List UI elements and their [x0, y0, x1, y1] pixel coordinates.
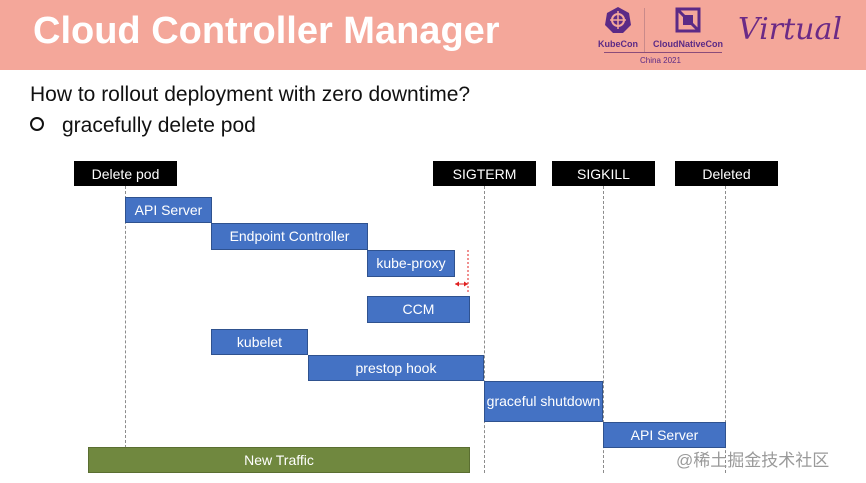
step-kubelet: kubelet	[211, 329, 308, 355]
step-api-server-final: API Server	[603, 422, 726, 448]
logo-divider	[644, 8, 645, 52]
sigkill-timeline	[603, 186, 604, 473]
step-endpoint-controller: Endpoint Controller	[211, 223, 368, 250]
phase-deleted: Deleted	[675, 161, 778, 186]
slide-headline: How to rollout deployment with zero down…	[30, 83, 471, 106]
kubecon-logo: KubeCon	[596, 6, 640, 49]
step-graceful-shutdown: graceful shutdown	[484, 381, 603, 422]
kubecon-label: KubeCon	[598, 39, 638, 49]
phase-sigkill: SIGKILL	[552, 161, 655, 186]
phase-delete-pod: Delete pod	[74, 161, 177, 186]
step-prestop-hook: prestop hook	[308, 355, 484, 381]
sigterm-timeline	[484, 186, 485, 473]
delete-pod-timeline	[125, 186, 126, 448]
propagation-gap-marker	[455, 250, 469, 292]
step-api-server: API Server	[125, 197, 212, 223]
step-ccm: CCM	[367, 296, 470, 323]
virtual-logo: Virtual	[738, 12, 842, 47]
cloudnativecon-logo: CloudNativeCon	[650, 6, 726, 49]
bullet-circle-icon	[30, 117, 44, 132]
bullet-item: gracefully delete pod	[30, 114, 256, 138]
slide-title: Cloud Controller Manager	[33, 10, 500, 52]
deleted-timeline	[725, 186, 726, 473]
event-location-label: China 2021	[640, 56, 681, 65]
kubernetes-wheel-icon	[605, 7, 631, 33]
new-traffic-bar: New Traffic	[88, 447, 470, 473]
watermark-text: @稀土掘金技术社区	[676, 451, 830, 470]
step-kube-proxy: kube-proxy	[367, 250, 455, 277]
title-bar: Cloud Controller Manager KubeCon CloudNa…	[0, 0, 866, 70]
cncf-icon	[675, 7, 701, 33]
cloudnativecon-label: CloudNativeCon	[652, 39, 723, 49]
bullet-text: gracefully delete pod	[62, 114, 256, 137]
phase-sigterm: SIGTERM	[433, 161, 536, 186]
logo-underline	[604, 52, 722, 53]
